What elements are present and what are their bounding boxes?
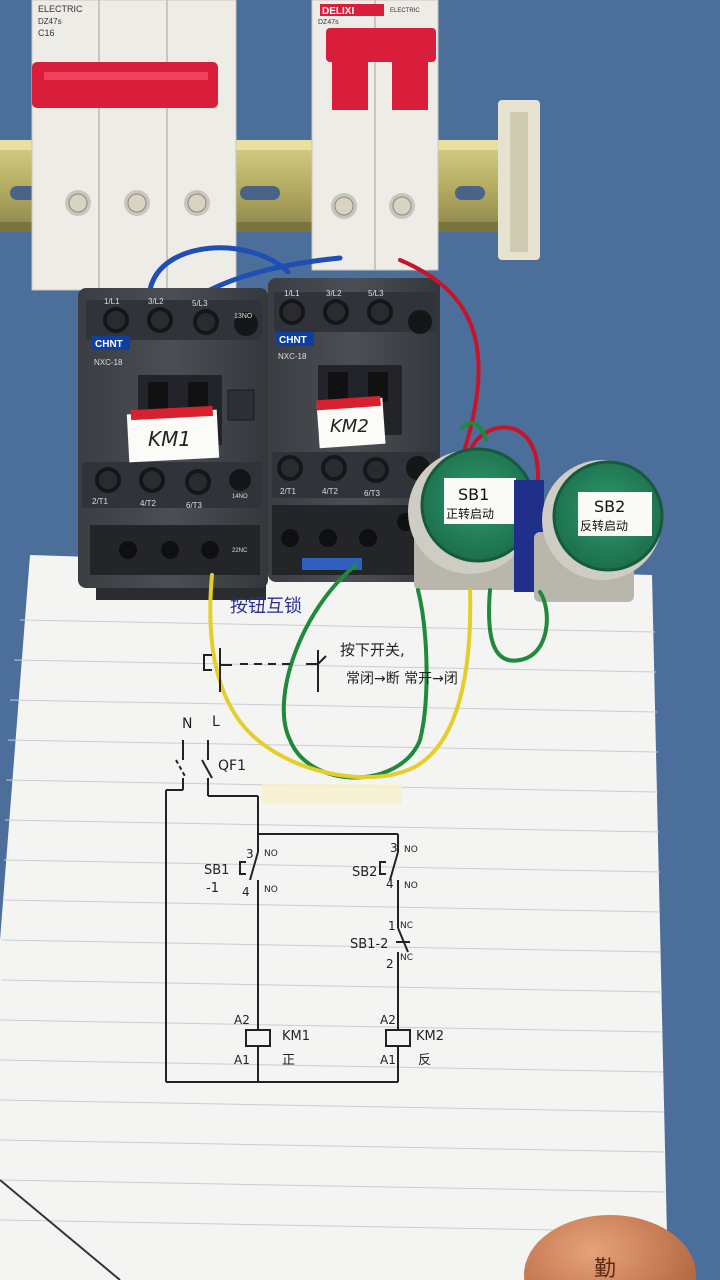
breaker-2p: DELIXI ELECTRIC DZ47s (311, 0, 439, 271)
note-line1: 按下开关, (340, 641, 405, 659)
breaker-right-model: DZ47s (318, 19, 339, 26)
breaker-left-model: DZ47s (38, 17, 62, 26)
button-sb2: SB2 反转启动 (514, 460, 664, 602)
sch-qf: QF1 (218, 758, 246, 774)
sch-n: N (182, 716, 192, 732)
km2-bot-t2: 4/T2 (322, 487, 339, 496)
km1-bot-t3: 6/T3 (186, 501, 203, 510)
blue-wires (147, 245, 343, 293)
sch-sb12-nc-top: NC (400, 921, 413, 931)
note-title: 按钮互锁 (230, 596, 302, 617)
km1-brand: CHNT (95, 339, 123, 350)
sch-sb1-t3: 3 (246, 847, 254, 861)
contactor-km1: CHNT NXC-18 1/L1 3/L2 5/L3 13NO 2/T1 4/T… (78, 288, 268, 600)
breaker-left-brand: ELECTRIC (38, 4, 83, 14)
sch-sb12-t2: 2 (386, 957, 394, 971)
km2-top-t1: 1/L1 (284, 289, 300, 298)
button-sb1: SB1 正转启动 (408, 447, 536, 590)
copper-cylinder: 勤 (524, 1215, 696, 1280)
km2-model: NXC-18 (278, 352, 307, 361)
km1-aux-nc: 22NC (232, 548, 248, 554)
sch-sb2-no-bot: NO (404, 881, 418, 891)
km2-bot-t3: 6/T3 (364, 489, 381, 498)
sb1-text: 正转启动 (446, 506, 494, 521)
km2-top-t3: 5/L3 (368, 289, 384, 298)
sch-sb1-no-bot: NO (264, 885, 278, 895)
sch-km2-label: KM2 (416, 1029, 444, 1044)
km2-bot-t1: 2/T1 (280, 487, 297, 496)
sch-sb12-t1: 1 (388, 919, 396, 933)
sch-km1-label: KM1 (282, 1029, 310, 1044)
km2-tag: KM2 (330, 416, 369, 437)
contactor-km2: 1/L1 3/L2 5/L3 CHNT NXC-18 2/T1 4/T2 6/T… (268, 278, 440, 582)
sch-km2-a1: A1 (380, 1053, 396, 1067)
sch-sb12: SB1-2 (350, 937, 388, 952)
sch-sb2-t4: 4 (386, 877, 394, 891)
km1-bot-t1: 2/T1 (92, 497, 109, 506)
sch-sb1: SB1 (204, 863, 229, 878)
sch-sb1-t4: 4 (242, 885, 250, 899)
yellow-wire (208, 573, 473, 780)
sch-km1-sub: 正 (282, 1053, 295, 1068)
sb1-code: SB1 (458, 485, 489, 504)
corner-char: 勤 (594, 1257, 616, 1280)
km1-tag: KM1 (148, 427, 191, 451)
km1-model: NXC-18 (94, 358, 123, 367)
sb2-code: SB2 (594, 497, 625, 516)
note-line2: 常闭→断 常开→闭 (346, 671, 458, 687)
km1-top-t3: 5/L3 (192, 299, 208, 308)
km1-top-aux: 13NO (234, 313, 253, 320)
km1-top-t1: 1/L1 (104, 297, 120, 306)
sch-km2-sub: 反 (418, 1053, 431, 1068)
km2-brand: CHNT (279, 335, 307, 346)
km1-bot-aux: 14NO (232, 494, 248, 500)
sch-l: L (212, 714, 220, 730)
handwritten-notes: 按钮互锁 按下开关, 常闭→断 常开→闭 (203, 596, 458, 692)
sch-sb1-no-top: NO (264, 849, 278, 859)
control-schematic: N L QF1 SB1 -1 3 NO 4 NO SB2 3 NO 4 NO S… (165, 714, 444, 1083)
paper-sheet (0, 555, 668, 1280)
sch-sb2-no-top: NO (404, 845, 418, 855)
sch-sb2-t3: 3 (390, 841, 398, 855)
breaker-right-sub: ELECTRIC (390, 8, 420, 14)
red-wires (398, 258, 541, 482)
sb2-text: 反转启动 (580, 518, 628, 533)
km1-bot-t2: 4/T2 (140, 499, 157, 508)
breaker-right-brand: DELIXI (322, 6, 354, 17)
breaker-left-rating: C16 (38, 28, 55, 38)
sch-sb2: SB2 (352, 865, 377, 880)
sch-km1-a2: A2 (234, 1013, 250, 1027)
sch-sb1-sub: -1 (206, 881, 219, 896)
breaker-3p: ELECTRIC DZ47s C16 (31, 0, 237, 291)
km1-top-t2: 3/L2 (148, 297, 164, 306)
sch-sb12-nc-bot: NC (400, 953, 413, 963)
sch-km2-a2: A2 (380, 1013, 396, 1027)
sch-km1-a1: A1 (234, 1053, 250, 1067)
km2-top-t2: 3/L2 (326, 289, 342, 298)
